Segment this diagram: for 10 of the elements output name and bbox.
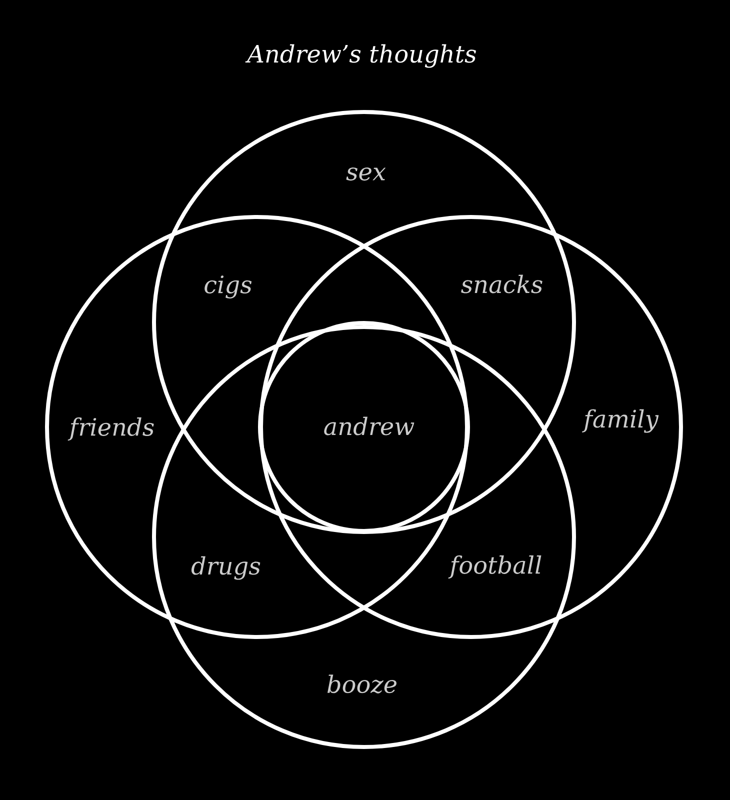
region-label: drugs	[191, 556, 260, 580]
title: Andrew’s thoughts	[245, 44, 476, 68]
circle-label: sex	[346, 167, 386, 181]
circle-label: family	[582, 409, 659, 433]
region-label: football	[448, 555, 542, 579]
region-label: snacks	[461, 274, 542, 294]
circle-label: andrew	[324, 416, 414, 436]
region-label: cigs	[204, 276, 252, 298]
circle-label: friends	[68, 417, 154, 441]
circle-label: booze	[327, 674, 396, 694]
